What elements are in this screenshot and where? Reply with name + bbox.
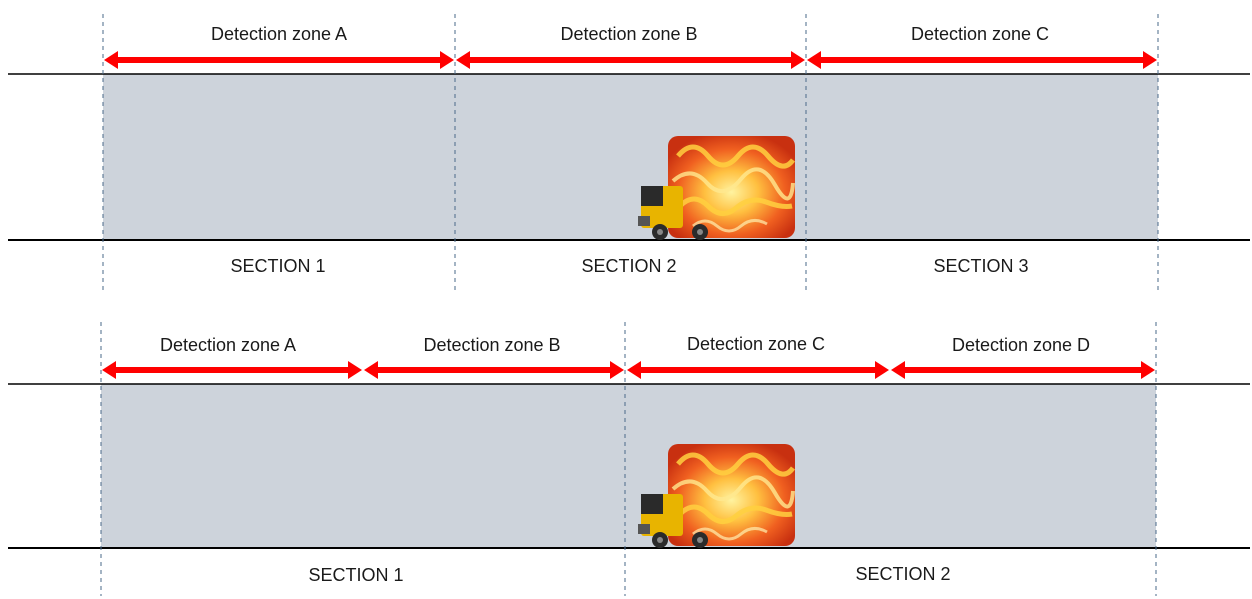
zone-label-a: Detection zone A xyxy=(160,335,296,355)
section-label-1: SECTION 1 xyxy=(230,256,325,276)
zone-arrow xyxy=(627,361,889,379)
zone-arrow xyxy=(104,51,454,69)
zone-label-c: Detection zone C xyxy=(911,24,1049,44)
tunnel-road xyxy=(101,384,1156,548)
zone-arrow xyxy=(102,361,362,379)
section-label-3: SECTION 3 xyxy=(933,256,1028,276)
zone-label-c: Detection zone C xyxy=(687,334,825,354)
zone-label-a: Detection zone A xyxy=(211,24,347,44)
diagram-bottom: Detection zone A Detection zone B Detect… xyxy=(8,322,1250,596)
zone-arrow xyxy=(891,361,1155,379)
zone-arrow xyxy=(456,51,805,69)
tunnel-road xyxy=(103,74,1158,240)
zone-label-b: Detection zone B xyxy=(423,335,560,355)
diagram-top: Detection zone A Detection zone B Detect… xyxy=(8,14,1250,292)
section-label-2: SECTION 2 xyxy=(581,256,676,276)
zone-arrow xyxy=(807,51,1157,69)
zone-arrow xyxy=(364,361,624,379)
section-label-1: SECTION 1 xyxy=(308,565,403,585)
zone-label-b: Detection zone B xyxy=(560,24,697,44)
zone-label-d: Detection zone D xyxy=(952,335,1090,355)
section-label-2: SECTION 2 xyxy=(855,564,950,584)
